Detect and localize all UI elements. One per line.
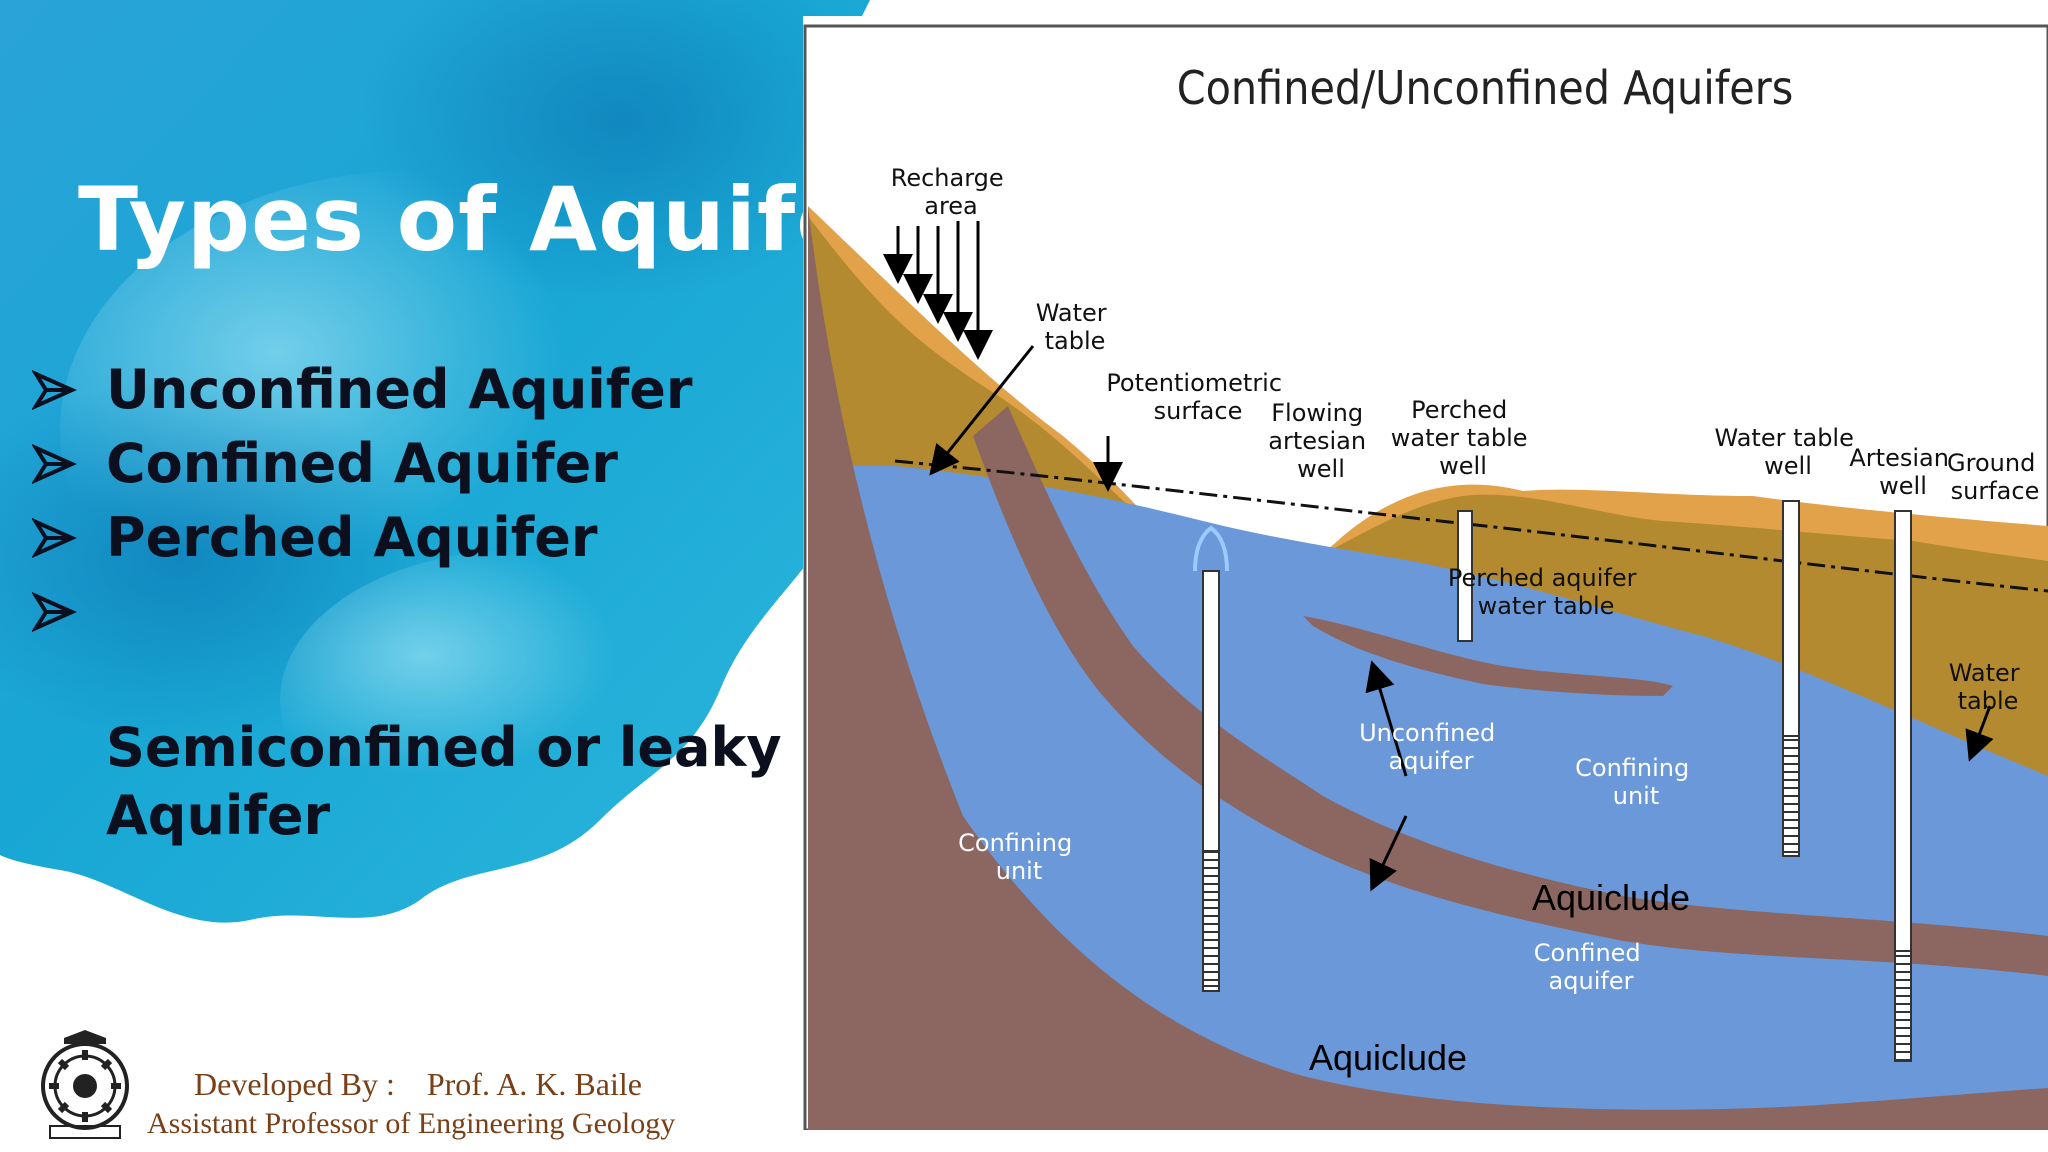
label-water-table-right: Water table (1949, 659, 2028, 715)
aquifer-diagram: Confined/Unconfined Aquifers Recharge ar… (803, 16, 2048, 1130)
label-aquiclude-lower: Aquiclude (1309, 1037, 1467, 1078)
artesian-well (1894, 510, 1912, 1062)
label-confined-aquifer: Confined aquifer (1534, 939, 1649, 995)
label-perched-water-table-well: Perched water table well (1391, 396, 1535, 480)
water-table-pointer-left (929, 345, 1035, 476)
perched-lens (1303, 616, 1673, 696)
potentiometric-surface-line (894, 459, 2048, 593)
bullet-text: Semiconfined or leaky Aquifer (106, 716, 782, 847)
aquiclude-bottom (963, 816, 2048, 1130)
label-confining-unit-left: Confining unit (958, 829, 1080, 885)
bullet-text: Perched Aquifer (106, 506, 598, 569)
bullet-item: Unconfined Aquifer (32, 356, 792, 424)
developed-by-line: Developed By : Prof. A. K. Baile (194, 1066, 642, 1102)
bullet-item: Confined Aquifer (32, 430, 792, 498)
label-water-table-left: Water table (1036, 299, 1115, 355)
bullet-text: Confined Aquifer (106, 432, 618, 495)
confining-unit-pointer-up (1365, 660, 1408, 777)
label-confining-unit-right: Confining unit (1575, 754, 1697, 810)
label-potentiometric-surface: Potentiometric surface (1106, 369, 1289, 425)
bullet-item: Semiconfined or leaky Aquifer (32, 578, 792, 850)
label-aquiclude-upper: Aquiclude (1532, 877, 1690, 918)
label-perched-aquifer-water-table: Perched aquifer water table (1448, 564, 1644, 620)
confining-unit-pointer-down (1369, 815, 1408, 892)
bullet-text: Unconfined Aquifer (106, 358, 693, 421)
label-recharge-area: Recharge area (891, 164, 1012, 220)
arrowhead-bullet-icon (32, 592, 77, 632)
water-table-well (1782, 500, 1800, 857)
bullet-item: Perched Aquifer (32, 504, 792, 572)
label-ground-surface: Ground surface (1947, 449, 2043, 505)
designation-line: Assistant Professor of Engineering Geolo… (147, 1107, 676, 1140)
label-flowing-artesian-well: Flowing artesian well (1268, 399, 1373, 483)
label-water-table-well: Water table well (1715, 424, 1862, 480)
diagram-title: Confined/Unconfined Aquifers (1177, 61, 1794, 115)
label-unconfined-aquifer: Unconfined aquifer (1359, 719, 1503, 775)
label-artesian-well: Artesian well (1849, 444, 1956, 500)
water-table-pointer-right (1965, 705, 1994, 762)
slide-title: Types of Aquifer (78, 168, 902, 271)
flowing-artesian-well (1193, 525, 1229, 992)
arrowhead-bullet-icon (32, 444, 77, 484)
university-seal-icon (41, 1030, 129, 1139)
recharge-arrows (883, 221, 993, 360)
arrowhead-bullet-icon (32, 518, 77, 558)
aquifer-cross-section: Confined/Unconfined Aquifers Recharge ar… (803, 24, 2048, 1130)
aquifer-type-list: Unconfined Aquifer Confined Aquifer Perc… (32, 356, 792, 856)
confined-aquifer-zone (1033, 696, 2048, 1030)
arrowhead-bullet-icon (32, 370, 77, 410)
perched-water-table-well (1457, 510, 1473, 642)
